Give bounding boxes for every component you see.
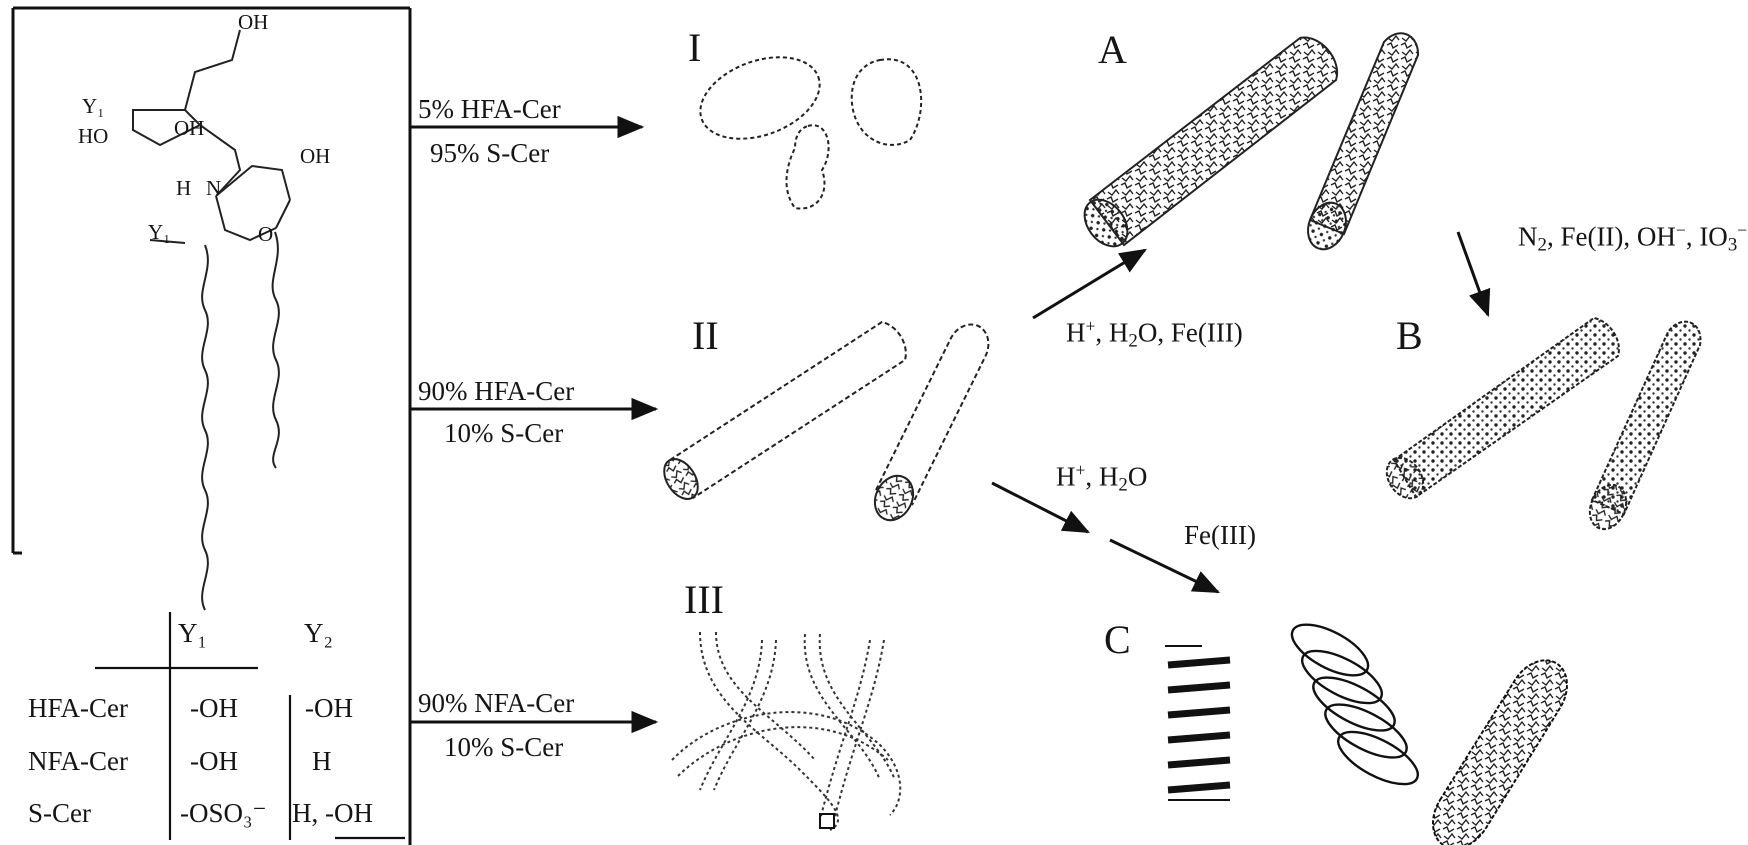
condition-to-b: N2, Fe(II), OH−, IO3− [1518,222,1747,255]
condition-to-c-second: Fe(III) [1184,522,1256,549]
route-2-top: 90% HFA-Cer [418,378,574,405]
row-nfa-y2: H [312,748,332,775]
row-hfa-y1: -OH [190,695,238,722]
dotted-tubules-b [1379,318,1700,535]
row-nfa-name: NFA-Cer [28,748,128,775]
helical-ribbons-c [1165,614,1567,845]
label-a: A [1098,30,1127,70]
route-1-bottom: 95% S-Cer [430,140,549,167]
route-1-top: 5% HFA-Cer [418,96,561,123]
label-b: B [1396,316,1423,356]
atom-oh-top: OH [238,12,268,33]
label-iii: III [684,580,724,620]
label-i: I [688,28,701,68]
label-c: C [1104,620,1131,660]
atom-oh-side: OH [300,146,330,167]
row-hfa-name: HFA-Cer [28,695,128,722]
row-scer-name: S-Cer [28,800,91,827]
ribbons-iii [672,632,900,830]
condition-to-c-first: H+, H2O [1056,462,1147,495]
vesicles-i [689,42,921,208]
row-nfa-y1: -OH [190,748,238,775]
route-3-bottom: 10% S-Cer [444,734,563,761]
atom-y1-upper: Y₁ [82,96,105,117]
atom-y1-lower: Y₁ [148,222,171,243]
atom-ho: HO [78,126,108,147]
atom-o: O [258,224,273,245]
table-header-y2: Y₂ [304,620,333,647]
route-2-bottom: 10% S-Cer [444,420,563,447]
row-hfa-y2: -OH [305,695,353,722]
atom-oh-ring: OH [174,118,204,139]
atom-h: H [176,178,191,199]
condition-to-a: H+, H2O, Fe(III) [1066,318,1243,351]
route-3-top: 90% NFA-Cer [418,690,574,717]
table-header-y1: Y₁ [178,620,207,647]
textured-tubules-a [1076,33,1418,255]
atom-n: N [206,178,221,199]
row-scer-y2: H, -OH [292,800,373,827]
label-ii: II [692,316,719,356]
row-scer-y1: -OSO₃⁻ [180,800,267,827]
molecular-structure [133,30,290,610]
